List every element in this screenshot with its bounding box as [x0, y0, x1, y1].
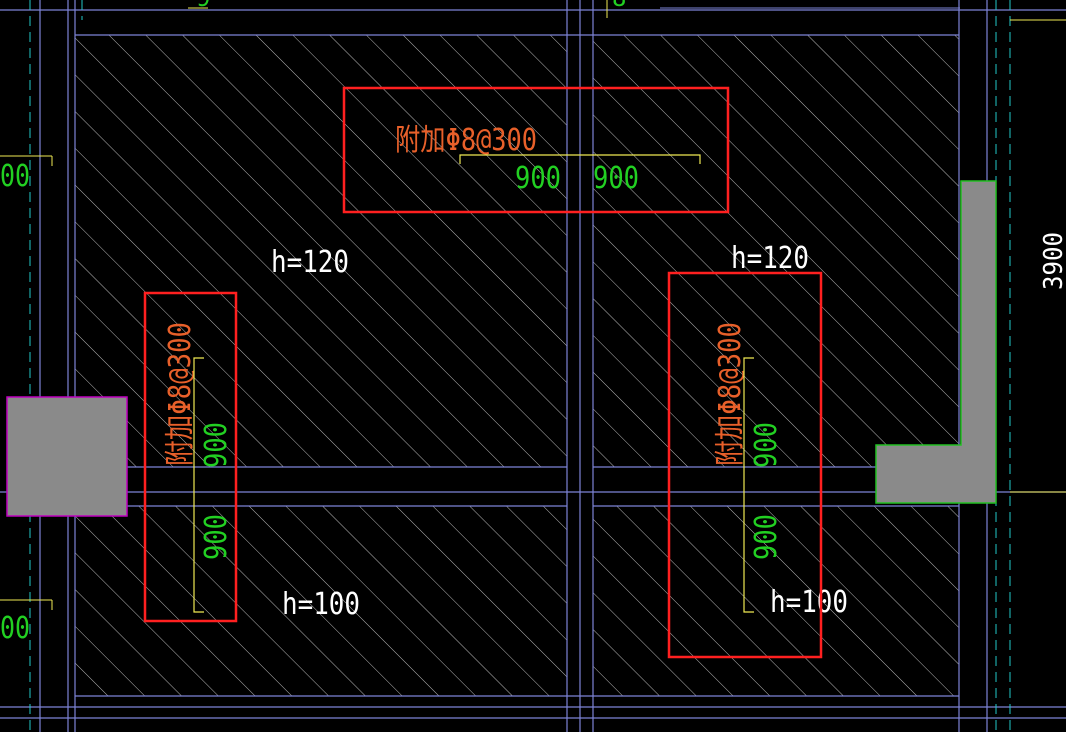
slab-panel-bottom-right[interactable] — [593, 506, 959, 696]
right-edge-dimension — [1010, 19, 1066, 493]
rebar-note-left-dim-a: 900 — [199, 422, 234, 468]
rebar-note-top[interactable]: 附加Φ8@300 900 900 — [342, 86, 730, 214]
left-edge-dimension-lower: 00 — [0, 611, 30, 646]
top-cut-dimension-right: 8 — [612, 0, 626, 12]
right-edge-dimension-text: 3900 — [1039, 232, 1066, 290]
slab-thickness-top-right: h=120 — [731, 241, 809, 276]
rebar-dimension-bracket-icon — [193, 357, 204, 613]
columns — [6, 180, 997, 517]
rebar-note-right-dim-a: 900 — [749, 422, 784, 468]
slab-panel-bottom-left[interactable] — [75, 506, 567, 696]
top-edge-fragments — [188, 0, 960, 18]
left-edge-dimensions — [0, 155, 53, 610]
slab-thickness-top-left: h=120 — [271, 245, 349, 280]
rebar-note-left[interactable]: 附加Φ8@300 900 900 — [143, 291, 238, 623]
rebar-note-top-text: 附加Φ8@300 — [395, 123, 537, 158]
rebar-note-right-dim-b: 900 — [749, 514, 784, 560]
rebar-note-top-dim-b: 900 — [593, 161, 639, 196]
highlight-box-top — [342, 86, 730, 214]
highlight-box-right — [667, 271, 823, 659]
column-right-l-shape[interactable] — [875, 180, 997, 504]
slab-panel-top-left[interactable] — [75, 35, 567, 467]
highlight-box-left — [143, 291, 238, 623]
slab-thickness-bottom-right: h=100 — [770, 585, 848, 620]
left-edge-dimension-upper: 00 — [0, 159, 30, 194]
rebar-dimension-bracket-icon — [459, 154, 701, 164]
rebar-note-left-text: 附加Φ8@300 — [163, 322, 198, 466]
rebar-note-right-text: 附加Φ8@300 — [713, 322, 748, 466]
rebar-note-right[interactable]: 附加Φ8@300 900 900 — [667, 271, 823, 659]
top-cut-dimension-left: 9 — [196, 0, 210, 12]
slab-thickness-bottom-left: h=100 — [282, 587, 360, 622]
column-left[interactable] — [6, 396, 128, 517]
rebar-dimension-bracket-icon — [743, 357, 754, 613]
rebar-note-top-dim-a: 900 — [515, 161, 561, 196]
axis-lines — [29, 0, 1011, 732]
rebar-note-left-dim-b: 900 — [199, 514, 234, 560]
slab-panel-top-right[interactable] — [593, 35, 959, 467]
slab-panels — [75, 35, 959, 696]
